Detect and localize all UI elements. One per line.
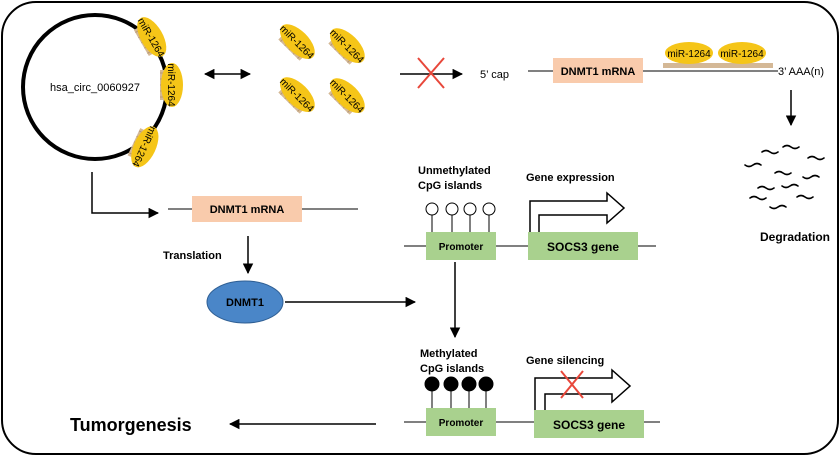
svg-text:miR-1264: miR-1264 [667, 49, 711, 60]
five-prime-cap: 5’ cap [480, 69, 509, 81]
methylated-label-line2: CpG islands [420, 363, 484, 375]
dnmt1-protein [206, 280, 284, 324]
translation-label: Translation [163, 250, 222, 262]
svg-text:miR-1264: miR-1264 [720, 49, 764, 60]
dnmt1-mrna-label-mid: DNMT1 mRNA [210, 204, 285, 216]
gene-silencing-label: Gene silencing [526, 355, 604, 367]
three-prime-polya: 3’ AAA(n) [778, 66, 824, 78]
promoter-box-bottom [426, 408, 496, 436]
dnmt1-mrna-box-top [553, 58, 643, 83]
unmethylated-label-line2: CpG islands [418, 180, 482, 192]
circrna-label: hsa_circ_0060927 [50, 82, 140, 94]
svg-text:miR-1264: miR-1264 [165, 63, 176, 107]
methylated-label-line1: Methylated [420, 348, 477, 360]
tumorgenesis-label: Tumorgenesis [70, 415, 192, 435]
bound-mirna-1: miR-1264 [665, 42, 713, 64]
socs3-box-top [528, 232, 638, 260]
degradation-label: Degradation [760, 230, 830, 244]
expression-arrow [529, 191, 626, 232]
degraded-fragments [744, 144, 825, 210]
socs3-label-top: SOCS3 gene [547, 240, 619, 254]
socs3-label-bottom: SOCS3 gene [553, 418, 625, 432]
dnmt1-label: DNMT1 [226, 297, 264, 309]
unmethylated-label-line1: Unmethylated [418, 165, 491, 177]
bound-mirna-2: miR-1264 [718, 42, 766, 64]
promoter-label-top: Promoter [439, 242, 484, 253]
unmethylated-cpg-lollipops [425, 202, 496, 232]
gene-expression-label: Gene expression [526, 172, 615, 184]
dnmt1-mrna-box-mid [192, 196, 302, 222]
mirna-on-circle-2: miR-1264 [159, 62, 184, 108]
methylated-cpg-lollipops [424, 376, 494, 408]
mirna-tail-strip [663, 63, 773, 68]
circrna-to-mrna-arrow [91, 172, 160, 219]
silencing-arrow [534, 368, 632, 410]
cross-mark-top [417, 57, 445, 89]
cross-mark-bottom [560, 370, 584, 399]
dnmt1-mrna-label-top: DNMT1 mRNA [561, 66, 636, 78]
promoter-label-bottom: Promoter [439, 418, 484, 429]
socs3-box-bottom [534, 410, 644, 438]
promoter-box-top [426, 232, 496, 260]
